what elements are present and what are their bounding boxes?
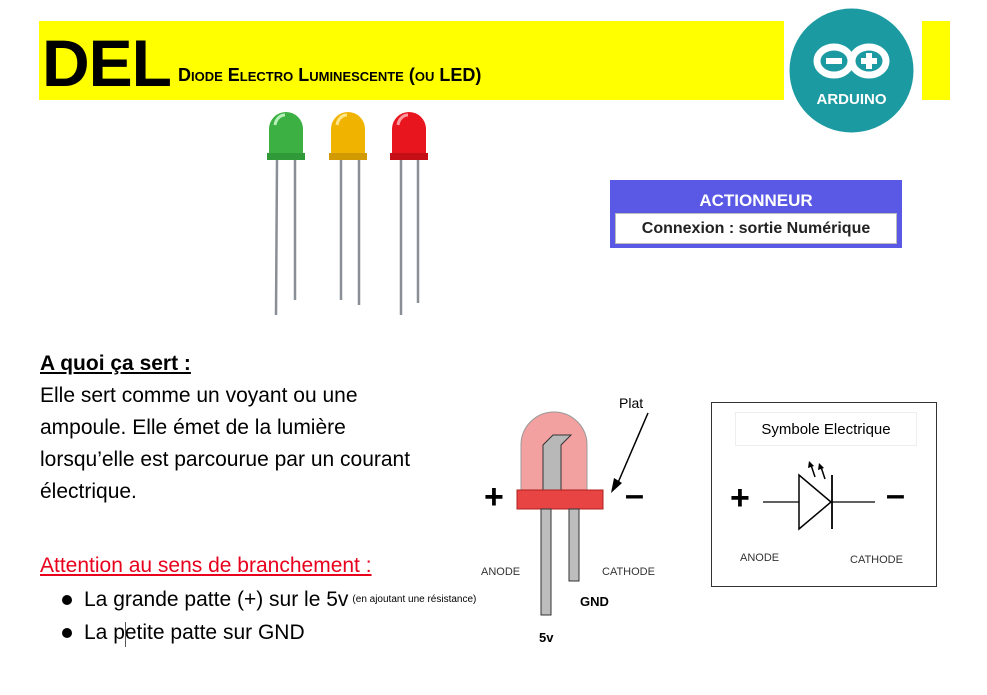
title-banner bbox=[39, 21, 784, 100]
list-item: La petite patte sur GND bbox=[62, 617, 476, 650]
actionneur-connexion: Connexion : sortie Numérique bbox=[615, 213, 897, 244]
description-line: électrique. bbox=[40, 480, 137, 503]
section-heading: A quoi ça sert : bbox=[40, 352, 191, 375]
title-banner-right bbox=[922, 21, 950, 100]
plus-sign: + bbox=[484, 478, 504, 516]
bullet-icon bbox=[62, 595, 72, 605]
anode-label: ANODE bbox=[481, 566, 521, 578]
symbol-plus-sign: + bbox=[730, 479, 750, 517]
yellow-led-icon bbox=[331, 112, 365, 157]
symbol-box bbox=[711, 402, 937, 587]
bullet-text: La grande patte (+) sur le 5v bbox=[84, 588, 349, 611]
list-item: La grande patte (+) sur le 5v(en ajoutan… bbox=[62, 584, 476, 617]
gnd-label: GND bbox=[580, 594, 609, 609]
page-subtitle: Diode Electro Luminescente (ou LED) bbox=[178, 65, 482, 85]
symbol-minus-sign: – bbox=[886, 476, 905, 514]
red-led-icon bbox=[392, 112, 426, 157]
actionneur-title: ACTIONNEUR bbox=[699, 191, 813, 210]
attention-warning: Attention au sens de branchement : bbox=[40, 554, 372, 577]
minus-sign: – bbox=[625, 476, 644, 514]
bullet-note: (en ajoutant une résistance) bbox=[352, 594, 477, 605]
description-line: ampoule. Elle émet de la lumière bbox=[40, 416, 346, 439]
5v-label: 5v bbox=[539, 630, 554, 645]
description-line: lorsqu’elle est parcourue par un courant bbox=[40, 448, 411, 471]
bullet-list: La grande patte (+) sur le 5v(en ajoutan… bbox=[62, 584, 476, 650]
description-line: Elle sert comme un voyant ou une bbox=[40, 384, 358, 407]
description: Elle sert comme un voyant ou une ampoule… bbox=[40, 380, 410, 508]
bullet-text: La petite patte sur GND bbox=[84, 621, 305, 644]
plat-label: Plat bbox=[619, 395, 644, 411]
cathode-label: CATHODE bbox=[602, 566, 655, 578]
arduino-logo-icon: ARDUINO bbox=[789, 8, 914, 133]
cathode-leg-icon bbox=[568, 508, 580, 582]
symbol-cathode-label: CATHODE bbox=[850, 554, 903, 566]
page-title: DEL bbox=[42, 26, 172, 100]
diode-symbol-icon bbox=[763, 461, 875, 531]
symbol-title: Symbole Electrique bbox=[735, 412, 917, 446]
text-cursor bbox=[125, 622, 126, 647]
arduino-logo-text: ARDUINO bbox=[817, 91, 887, 108]
anode-leg-icon bbox=[540, 508, 552, 616]
green-led-icon bbox=[269, 112, 303, 157]
symbol-anode-label: ANODE bbox=[740, 552, 780, 564]
led-base-icon bbox=[516, 489, 604, 510]
led-diagram bbox=[516, 411, 649, 616]
bullet-icon bbox=[62, 628, 72, 638]
led-photo bbox=[267, 112, 428, 316]
